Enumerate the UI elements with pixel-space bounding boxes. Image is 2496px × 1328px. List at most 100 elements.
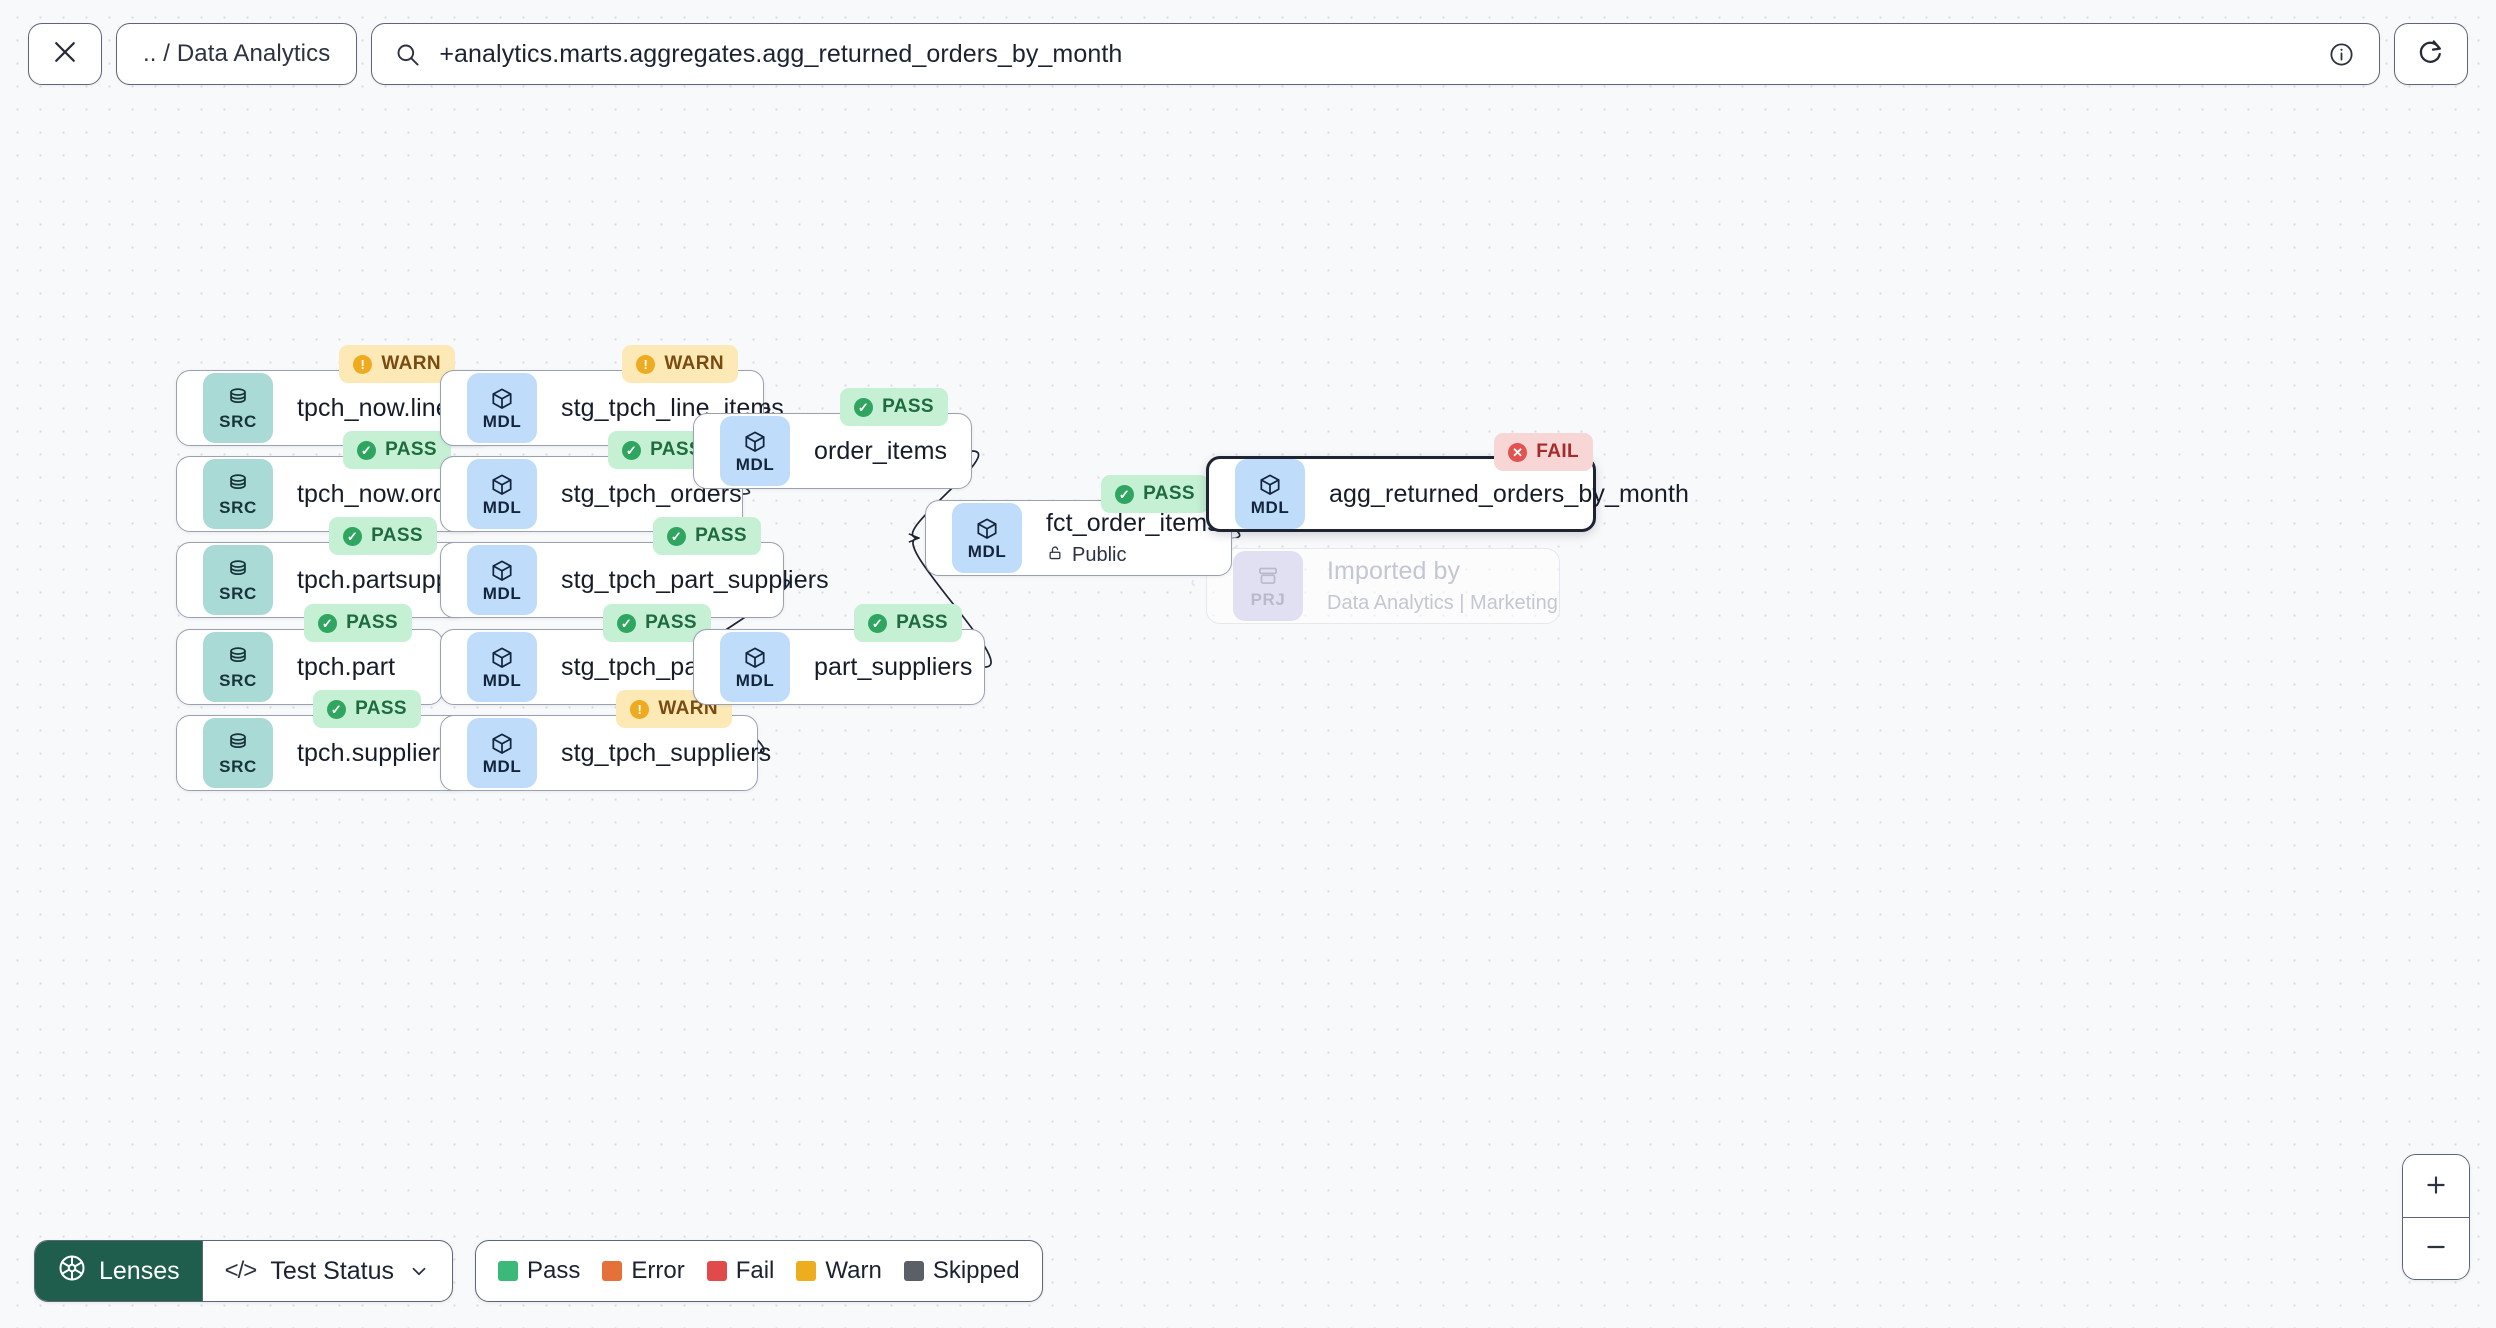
status-badge-warn[interactable]: !WARN	[339, 345, 455, 383]
node-text-group: order_items	[814, 436, 948, 466]
zoom-in-button[interactable]	[2403, 1155, 2469, 1217]
mdl-icon	[489, 472, 515, 498]
legend-item-pass[interactable]: Pass	[498, 1257, 580, 1285]
test-status-label: Test Status	[270, 1256, 394, 1285]
mdl-kind-badge: MDL	[720, 632, 790, 702]
legend-label: Error	[631, 1257, 685, 1284]
search-bar[interactable]: +analytics.marts.aggregates.agg_returned…	[371, 23, 2380, 85]
status-badge-pass[interactable]: ✓PASS	[653, 517, 761, 555]
breadcrumb[interactable]: .. / Data Analytics	[116, 23, 358, 85]
lineage-node-agg_returned_orders_by_month[interactable]: MDL agg_returned_orders_by_month ✕FAIL	[1206, 433, 1689, 532]
status-badge-warn[interactable]: !WARN	[622, 345, 738, 383]
node-title: Imported by	[1327, 557, 1461, 585]
legend-swatch-warn	[796, 1261, 817, 1281]
status-badge-fail[interactable]: ✕FAIL	[1494, 433, 1593, 471]
status-label: PASS	[695, 525, 747, 546]
node-title: agg_returned_orders_by_month	[1329, 479, 1689, 508]
legend-label: Skipped	[932, 1257, 1020, 1284]
node-text-group: tpch_now.orders	[297, 480, 482, 509]
node-text-group: stg_tpch_part_suppliers	[561, 566, 829, 595]
status-badge-warn[interactable]: !WARN	[616, 690, 732, 728]
src-kind-badge: SRC	[203, 373, 273, 443]
code-icon: </>	[224, 1257, 258, 1284]
node-title: order_items	[814, 436, 948, 465]
lineage-node-part_suppliers[interactable]: MDL part_suppliers ✓PASS	[693, 604, 985, 705]
info-icon[interactable]	[2328, 41, 2355, 68]
node-title: stg_tpch_suppliers	[561, 738, 772, 767]
src-icon	[225, 558, 251, 584]
refresh-button[interactable]	[2394, 23, 2468, 85]
plus-icon	[2423, 1172, 2449, 1201]
node-title: tpch.part	[297, 652, 396, 681]
status-dot-icon: ✓	[622, 440, 642, 460]
node-text-group: agg_returned_orders_by_month	[1329, 479, 1689, 509]
zoom-out-button[interactable]	[2403, 1217, 2469, 1279]
node-text-group: tpch.supplier	[297, 739, 440, 768]
status-dot-icon: !	[636, 354, 656, 374]
lenses-button[interactable]: Lenses	[35, 1241, 202, 1301]
node-text-group: stg_tpch_parts	[561, 653, 726, 682]
lenses-label: Lenses	[99, 1256, 180, 1285]
status-label: PASS	[371, 525, 423, 546]
node-text-group: tpch.partsupp	[297, 566, 450, 595]
bottom-toolbar: Lenses </> Test Status Pass Error Fail Warn…	[34, 1240, 1043, 1302]
search-input[interactable]: +analytics.marts.aggregates.agg_returned…	[439, 39, 1123, 68]
src-icon	[225, 472, 251, 498]
status-badge-pass[interactable]: ✓ PASS	[603, 604, 711, 642]
mdl-icon	[489, 386, 515, 412]
refresh-icon	[2416, 37, 2446, 72]
status-dot-icon: ✓	[854, 397, 874, 417]
legend-item-fail[interactable]: Fail	[706, 1257, 774, 1285]
status-dot-icon: ✓	[617, 613, 637, 633]
legend-item-error[interactable]: Error	[602, 1257, 685, 1285]
mdl-icon	[489, 731, 515, 757]
lock-icon	[1046, 544, 1064, 568]
status-badge-pass[interactable]: ✓ PASS	[329, 517, 437, 555]
node-subtitle-label: Public	[1072, 544, 1127, 566]
status-label: PASS	[355, 698, 407, 719]
src-kind-badge: SRC	[203, 545, 273, 615]
node-text-group: Imported by Data Analytics | Marketing	[1327, 557, 1558, 615]
status-badge-pass[interactable]: ✓ PASS	[840, 388, 948, 426]
edge-fct_order_items-to-imported_by_project	[1191, 537, 1241, 587]
status-label: WARN	[381, 353, 441, 374]
legend-swatch-skipped	[903, 1261, 924, 1281]
breadcrumb-label: .. / Data Analytics	[143, 40, 331, 67]
zoom-controls	[2402, 1154, 2470, 1280]
status-label: PASS	[1143, 483, 1195, 504]
status-label: PASS	[882, 396, 934, 417]
status-dot-icon: ✓	[343, 526, 363, 546]
legend-swatch-pass	[498, 1261, 518, 1281]
status-badge-pass[interactable]: ✓PASS	[854, 604, 962, 642]
status-label: PASS	[645, 612, 697, 633]
legend-item-skipped[interactable]: Skipped	[903, 1257, 1020, 1285]
status-badge-pass[interactable]: ✓PASS	[304, 604, 412, 642]
node-subtitle: Data Analytics | Marketing	[1327, 592, 1558, 615]
top-toolbar: .. / Data Analytics +analytics.marts.agg…	[0, 0, 2496, 108]
legend-item-warn[interactable]: Warn	[796, 1257, 882, 1285]
status-badge-pass[interactable]: ✓PASS	[313, 690, 421, 728]
node-title: fct_order_items	[1046, 508, 1220, 537]
node-title: part_suppliers	[814, 652, 973, 681]
test-status-dropdown[interactable]: </> Test Status	[201, 1241, 452, 1301]
status-badge-pass[interactable]: ✓PASS	[343, 431, 451, 469]
node-text-group: stg_tpch_suppliers	[561, 738, 772, 768]
status-label: PASS	[650, 439, 702, 460]
status-dot-icon: ✓	[357, 440, 377, 460]
edge-part_suppliers-to-fct_order_items	[913, 538, 992, 668]
mdl-kind-badge: MDL	[1235, 459, 1305, 529]
status-legend: Pass Error Fail Warn Skipped	[475, 1240, 1043, 1302]
mdl-kind-badge: MDL	[952, 503, 1022, 573]
status-label: PASS	[346, 612, 398, 633]
status-badge-pass[interactable]: ✓PASS	[1101, 475, 1209, 513]
close-button[interactable]	[28, 23, 102, 85]
